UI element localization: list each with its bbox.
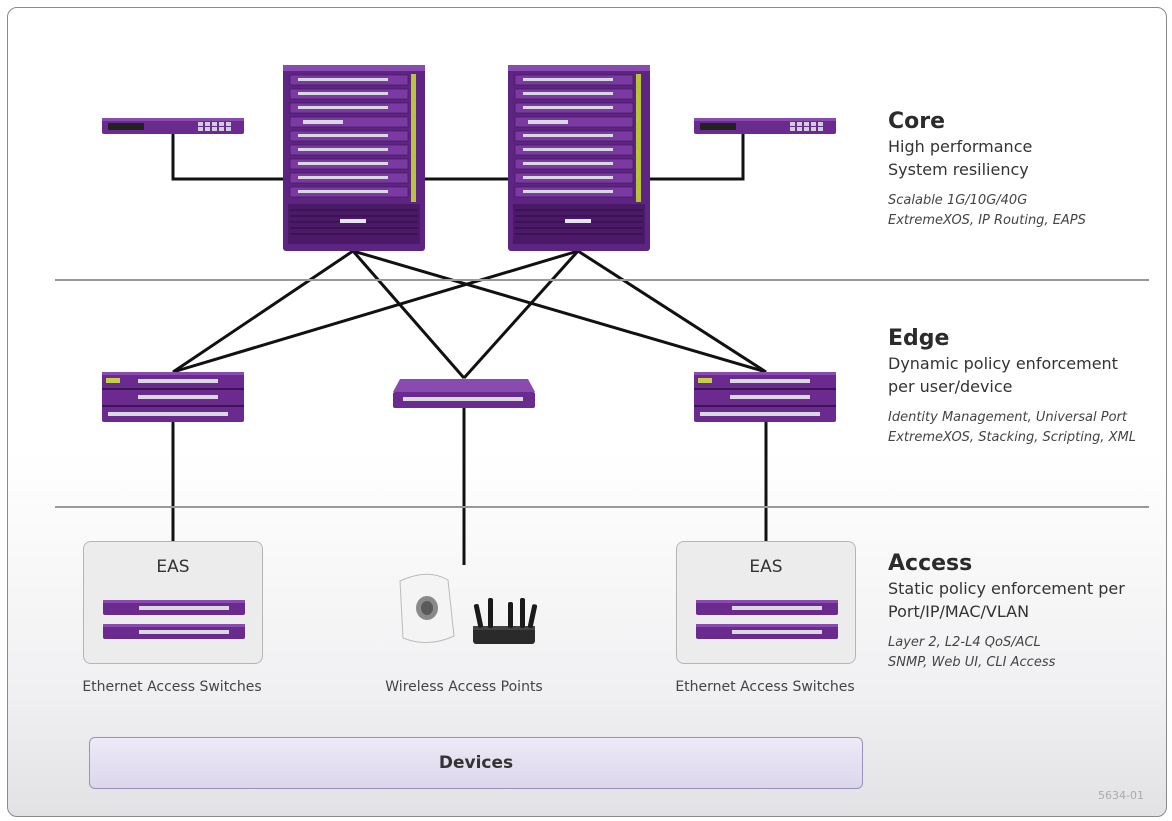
tier-edge-tech2: ExtremeXOS, Stacking, Scripting, XML <box>888 430 1136 445</box>
tier-access-tech2: SNMP, Web UI, CLI Access <box>888 655 1056 670</box>
link-core-b-edge-middle <box>462 249 580 380</box>
tier-edge-tech1: Identity Management, Universal Port <box>888 410 1127 425</box>
tier-edge-line2: per user/device <box>888 377 1013 396</box>
link-core-right-small <box>648 131 745 181</box>
eas-box-right: EAS <box>676 541 856 664</box>
devices-bar: Devices <box>89 737 863 789</box>
core-right-small-switch <box>694 118 836 134</box>
tier-core-title: Core <box>888 109 946 134</box>
tier-edge-line1: Dynamic policy enforcement <box>888 354 1118 373</box>
tier-edge: Edge Dynamic policy enforcement per user… <box>888 326 1136 448</box>
tier-core-line1: High performance <box>888 137 1033 156</box>
network-links <box>102 65 836 644</box>
caption-right: Ethernet Access Switches <box>675 679 855 695</box>
tier-core-tech: Scalable 1G/10G/40G ExtremeXOS, IP Routi… <box>888 191 1086 231</box>
core-left-small-switch <box>102 118 244 134</box>
tier-core-tech2: ExtremeXOS, IP Routing, EAPS <box>888 213 1086 228</box>
divider-edge-access <box>55 506 1149 508</box>
tier-edge-title: Edge <box>888 326 950 351</box>
devices-bar-label: Devices <box>438 753 514 773</box>
edge-left-stack <box>102 372 244 422</box>
tier-core-line2: System resiliency <box>888 160 1029 179</box>
tier-core: Core High performance System resiliency … <box>888 109 1086 231</box>
link-core-left-small <box>171 131 283 181</box>
cellular-router <box>473 598 538 644</box>
link-core-b-edge-right <box>577 249 767 374</box>
core-chassis-a <box>283 65 425 251</box>
tier-access: Access Static policy enforcement per Por… <box>888 551 1125 673</box>
tier-access-tech: Layer 2, L2-L4 QoS/ACL SNMP, Web UI, CLI… <box>888 633 1125 673</box>
tier-access-title: Access <box>888 551 973 576</box>
link-core-a-edge-left <box>172 249 354 374</box>
eas-box-right-label: EAS <box>749 557 783 577</box>
tier-access-tech1: Layer 2, L2-L4 QoS/ACL <box>888 635 1041 650</box>
tier-access-line2: Port/IP/MAC/VLAN <box>888 602 1030 621</box>
caption-middle: Wireless Access Points <box>385 679 543 695</box>
tier-core-tech1: Scalable 1G/10G/40G <box>888 193 1028 208</box>
tier-edge-tech: Identity Management, Universal Port Extr… <box>888 408 1136 448</box>
core-chassis-b <box>508 65 650 251</box>
link-core-b-edge-left <box>172 249 579 374</box>
access-switch-icon <box>696 600 838 639</box>
tier-access-line1: Static policy enforcement per <box>888 579 1125 598</box>
figure-id: 5634-01 <box>1098 789 1144 802</box>
edge-middle-switch <box>393 379 535 408</box>
wireless-access-point <box>399 573 455 643</box>
access-switch-icon <box>103 600 245 639</box>
link-core-a-edge-middle <box>351 250 466 379</box>
divider-core-edge <box>55 279 1149 281</box>
eas-box-left-label: EAS <box>156 557 190 577</box>
caption-left: Ethernet Access Switches <box>82 679 262 695</box>
link-core-a-edge-right <box>352 249 767 374</box>
eas-box-left: EAS <box>83 541 263 664</box>
diagram-frame: Core High performance System resiliency … <box>7 7 1167 817</box>
edge-right-stack <box>694 372 836 422</box>
